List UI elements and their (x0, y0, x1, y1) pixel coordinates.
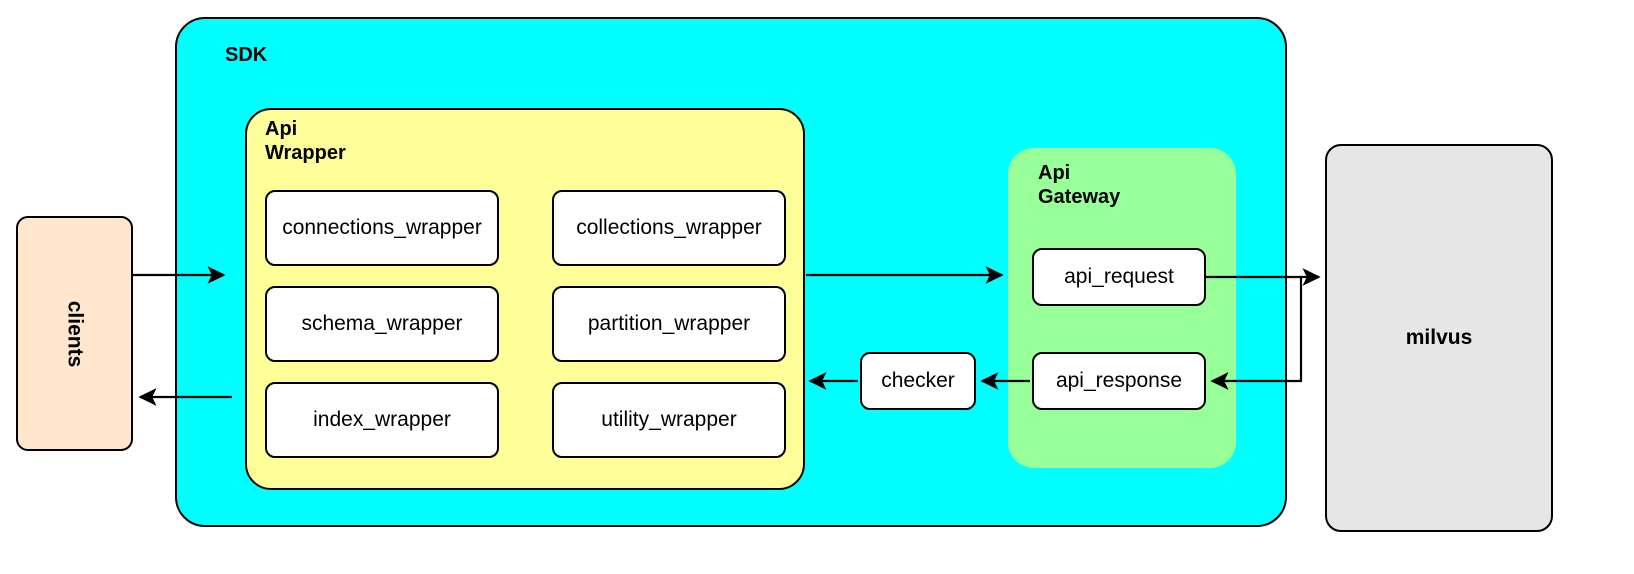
utility-wrapper-label: utility_wrapper (601, 408, 737, 431)
schema-wrapper-box[interactable]: schema_wrapper (265, 286, 499, 362)
partition-wrapper-box[interactable]: partition_wrapper (552, 286, 786, 362)
collections-wrapper-label: collections_wrapper (576, 216, 762, 239)
api-gateway-label: Api Gateway (1038, 162, 1121, 208)
clients-label: clients (63, 300, 87, 367)
schema-wrapper-label: schema_wrapper (301, 312, 463, 335)
api-request-label: api_request (1064, 265, 1174, 288)
partition-wrapper-label: partition_wrapper (587, 312, 751, 335)
collections-wrapper-box[interactable]: collections_wrapper (552, 190, 786, 266)
index-wrapper-label: index_wrapper (313, 408, 451, 431)
milvus-label: milvus (1405, 326, 1473, 349)
connections-wrapper-label: connections_wrapper (282, 216, 482, 239)
milvus-box[interactable]: milvus (1325, 144, 1553, 532)
sdk-label: SDK (225, 44, 268, 66)
checker-box[interactable]: checker (860, 352, 976, 410)
index-wrapper-box[interactable]: index_wrapper (265, 382, 499, 458)
checker-label: checker (881, 369, 955, 392)
connections-wrapper-box[interactable]: connections_wrapper (265, 190, 499, 266)
api-response-label: api_response (1055, 369, 1183, 392)
api-request-box[interactable]: api_request (1032, 248, 1206, 306)
api-response-box[interactable]: api_response (1032, 352, 1206, 410)
api-gateway-container: Api Gateway (1008, 148, 1236, 468)
clients-box[interactable]: clients (16, 216, 133, 451)
api-wrapper-label: Api Wrapper (265, 118, 346, 164)
utility-wrapper-box[interactable]: utility_wrapper (552, 382, 786, 458)
